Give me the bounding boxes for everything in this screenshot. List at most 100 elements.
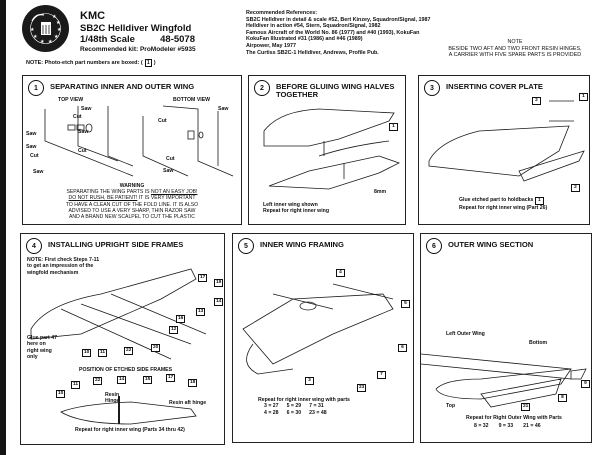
cut-label: Cut [73, 114, 82, 120]
cover-plate-diagram [428, 100, 585, 182]
step-3-panel: 3 INSERTING COVER PLATE 2 1 2 Glue etche… [418, 75, 590, 225]
part-number-box: 2 [532, 97, 541, 105]
part-equivalent: 21 = 46 [523, 423, 541, 430]
part-number-box: 6 [398, 344, 407, 352]
part-number-box: 4 [336, 269, 345, 277]
resin-hinge-note: NOTE BESIDE TWO AFT AND TWO FRONT RESIN … [435, 39, 595, 59]
top-view-label: TOP VIEW [58, 97, 84, 103]
reference-item: Helldiver in action #54, Stern, Squadron… [246, 23, 381, 30]
title-block: KMC SB2C Helldiver Wingfold 1/48th Scale… [80, 10, 196, 53]
outer-wing-diagram [420, 353, 587, 408]
model-name: SB2C Helldiver Wingfold [80, 23, 192, 34]
saw-label: Saw [78, 129, 89, 135]
part-number-box: 22 [93, 377, 103, 385]
part-number-box: 10 [82, 349, 92, 357]
svg-text:★: ★ [40, 39, 45, 45]
part-number-box: 22 [124, 347, 134, 355]
step-title: INSTALLING UPRIGHT SIDE FRAMES [48, 240, 184, 249]
warning-emphasis: NOT AN EASY JOB! [150, 189, 198, 196]
warning-text: ADVISED TO USE A VERY SHARP, THIN RAZOR … [68, 207, 196, 214]
step-number: 1 [28, 80, 44, 96]
note-line: A CARRIER WITH FIVE SPARE PARTS IS PROVI… [448, 52, 582, 59]
part-box-example: 1 [144, 59, 152, 67]
part-number-box: 2 [571, 184, 580, 192]
part-number-box: 19 [214, 279, 224, 287]
part-equivalent: 23 = 48 [309, 409, 327, 416]
inner-wing-framing-diagram [242, 283, 394, 375]
warning-emphasis: DO NOT RUSH, BE PATIENT! [68, 195, 138, 202]
caption-line: Repeat for Right Outer Wing with Parts [466, 415, 562, 421]
step-title: INNER WING FRAMING [260, 240, 344, 249]
svg-text:★: ★ [56, 20, 61, 26]
saw-label: Saw [33, 169, 44, 175]
part-number-box: 7 [377, 371, 386, 379]
reference-item: KokuFan Illustrated #31 (1986) and #46 (… [246, 36, 363, 43]
step-caption: Left inner wing shown Repeat for right i… [263, 202, 329, 215]
wing-halves-diagram [263, 108, 401, 190]
part-number-box: 9 [581, 380, 590, 388]
part-number-box: 3 [305, 377, 314, 385]
part-number-box: 23 [357, 384, 367, 392]
caption-line: Glue etched part to holdbacks [459, 197, 534, 203]
step-title: BEFORE GLUING WING HALVES TOGETHER [276, 82, 395, 100]
part-number-box: 17 [198, 274, 208, 282]
references: Recommended References: SB2C Helldiver i… [246, 10, 430, 56]
note-line: right wing [27, 347, 52, 354]
glue-note: Glue part 47 here on right wing only [27, 335, 57, 361]
part-number-box: 20 [151, 344, 161, 352]
note-title: NOTE [507, 39, 523, 45]
part-equivalent: 5 = 29 [286, 403, 302, 410]
part-equivalent: 8 = 32 [474, 423, 489, 430]
wing-separation-diagram [44, 105, 234, 177]
dimension-label: 8mm [374, 189, 387, 195]
photo-etch-note: NOTE: Photo-etch part numbers are boxed:… [26, 59, 156, 67]
wing-profile-diagram [60, 396, 197, 425]
caption-line: Repeat for right inner wing with parts [258, 397, 350, 403]
part-number-box: 12 [169, 326, 179, 334]
brand-name: KMC [80, 10, 106, 22]
caption-line: Repeat for right inner wing [263, 208, 329, 215]
left-outer-wing-label: Left Outer Wing [446, 331, 485, 337]
part-number-box: 8 [558, 394, 567, 402]
warning-block: WARNING SEPARATING THE WING PARTS IS NOT… [23, 183, 241, 220]
step-number: 5 [238, 238, 254, 254]
cut-label: Cut [30, 153, 39, 159]
cut-label: Cut [166, 156, 175, 162]
saw-label: Saw [218, 106, 229, 112]
cut-label: Cut [158, 118, 167, 124]
part-number-box: 14 [214, 298, 224, 306]
warning-title: WARNING [119, 183, 145, 189]
part-equivalent: 3 = 27 [264, 403, 279, 410]
step-number: 4 [26, 238, 42, 254]
reference-item: Famous Aircraft of the World No. 86 (197… [246, 29, 420, 36]
step-caption: Repeat for right inner wing (Parts 34 th… [75, 427, 185, 433]
step-5-panel: 5 INNER WING FRAMING 4 5 6 7 3 23 Repeat… [232, 233, 414, 443]
part-number-box: 15 [143, 376, 153, 384]
step-4-panel: 4 INSTALLING UPRIGHT SIDE FRAMES NOTE: F… [20, 233, 225, 445]
svg-text:★: ★ [33, 34, 38, 40]
warning-text: SEPARATING THE WING PARTS IS [66, 189, 151, 196]
eagle-shield-icon: ★ ★ ★ ★ ★ ★ ★ ★ [23, 6, 68, 51]
part-number-box: 17 [166, 374, 176, 382]
warning-text: AND A BRAND NEW SCALPEL TO CUT THE PLAST… [69, 214, 195, 221]
saw-label: Saw [26, 131, 37, 137]
svg-text:★: ★ [52, 14, 57, 20]
step-2-panel: 2 BEFORE GLUING WING HALVES TOGETHER 1 8… [248, 75, 406, 225]
part-number-box: 18 [188, 379, 198, 387]
svg-text:★: ★ [57, 27, 62, 33]
part-number-box: 21 [521, 403, 531, 411]
step-title: INSERTING COVER PLATE [446, 82, 543, 91]
part-number-box: 14 [117, 376, 127, 384]
step-1-panel: 1 SEPARATING INNER AND OUTER WING TOP VI… [22, 75, 242, 225]
bottom-label: Bottom [529, 340, 548, 346]
position-subtitle: POSITION OF ETCHED SIDE FRAMES [79, 367, 173, 373]
saw-label: Saw [163, 168, 174, 174]
note-line: Glue part 47 [27, 335, 57, 341]
step-note: NOTE: First check Steps 7-11 to get an i… [27, 257, 99, 276]
part-number: 48-5078 [160, 34, 195, 45]
step-caption: Glue etched part to holdbacks 1 Repeat f… [459, 197, 547, 211]
resin-aft-hinge-label: Resin aft hinge [169, 400, 207, 406]
saw-label: Saw [81, 106, 92, 112]
part-equivalent: 7 = 31 [309, 403, 324, 410]
photo-etch-note-suffix: ) [153, 60, 156, 66]
